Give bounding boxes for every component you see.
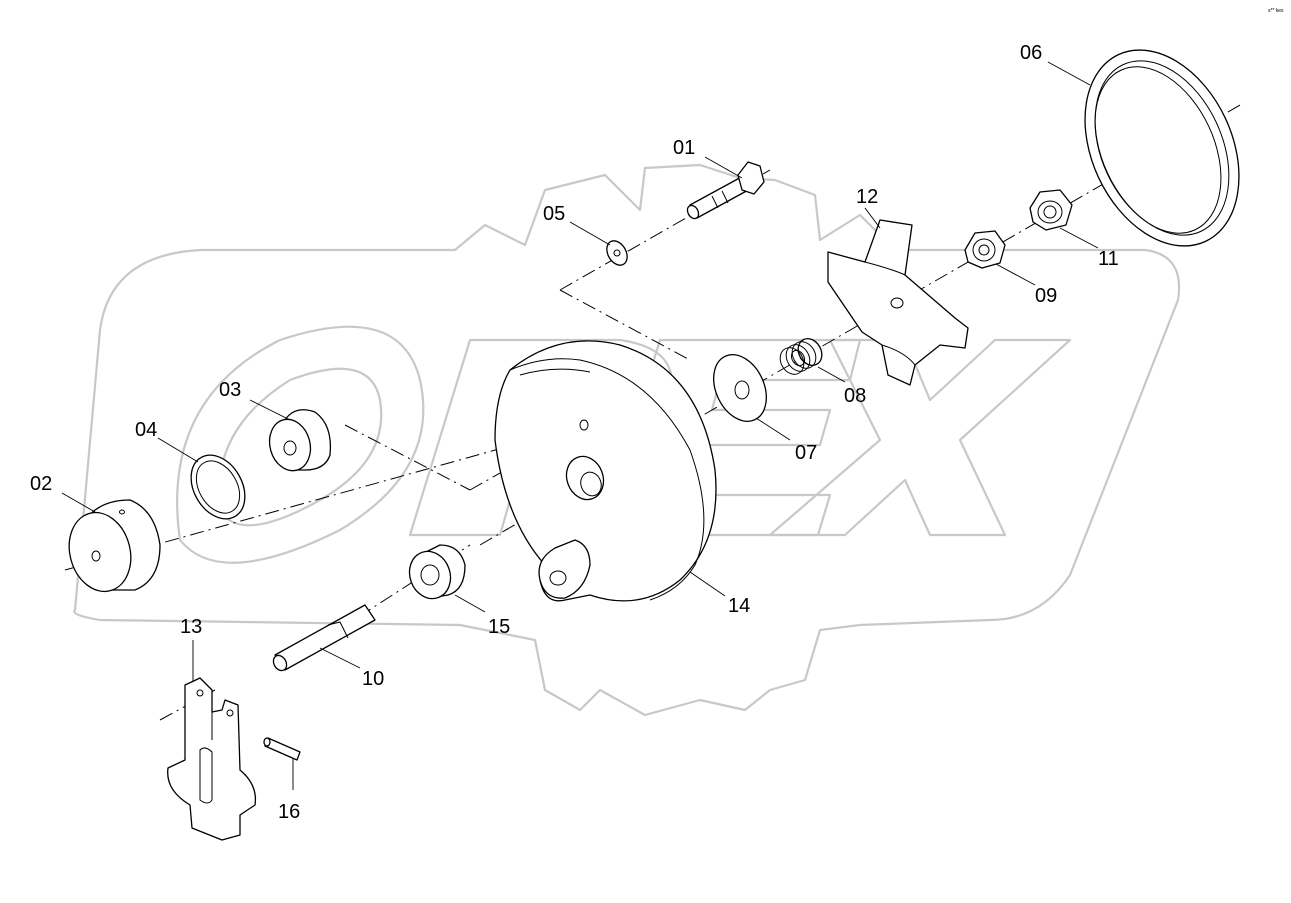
corner-code: s** kes xyxy=(1268,8,1284,14)
part-14-drum xyxy=(494,340,717,602)
watermark-letter-x xyxy=(768,338,1072,537)
callout-12: 12 xyxy=(856,186,878,208)
part-10-shaft xyxy=(272,604,376,672)
callout-16: 16 xyxy=(278,801,300,823)
watermark-letter-o xyxy=(176,325,425,564)
part-16-dowel-pin xyxy=(263,737,301,761)
callout-11: 11 xyxy=(1098,248,1119,270)
callout-labels: 01 02 03 04 05 06 07 08 09 10 11 12 13 1… xyxy=(30,8,1284,823)
part-07-washer xyxy=(713,354,767,422)
part-02-end-cap xyxy=(68,499,161,593)
callout-05: 05 xyxy=(543,203,565,225)
callout-08: 08 xyxy=(844,385,866,407)
part-13-fork-bracket xyxy=(167,677,257,841)
callout-14: 14 xyxy=(728,595,750,617)
part-15-bushing xyxy=(408,544,466,600)
leader-lines xyxy=(61,61,1099,790)
part-09-nut xyxy=(964,230,1006,269)
callout-01: 01 xyxy=(673,137,695,159)
part-05-washer xyxy=(606,240,628,266)
part-03-roller xyxy=(268,409,332,472)
part-01-bolt xyxy=(686,161,765,220)
callout-07: 07 xyxy=(795,442,817,464)
callout-06: 06 xyxy=(1020,42,1042,64)
part-04-o-ring xyxy=(190,454,246,520)
watermark-gear-outline xyxy=(73,163,1181,717)
part-06-ring xyxy=(1084,49,1240,247)
callout-13: 13 xyxy=(180,616,202,638)
callout-09: 09 xyxy=(1035,285,1057,307)
callout-04: 04 xyxy=(135,419,157,441)
callout-02: 02 xyxy=(30,473,52,495)
callout-03: 03 xyxy=(219,379,241,401)
part-12-star-plate xyxy=(827,219,969,386)
callout-10: 10 xyxy=(362,668,384,690)
part-11-hex-nut xyxy=(1029,189,1073,231)
part-08-spring xyxy=(779,338,823,375)
callout-15: 15 xyxy=(488,616,510,638)
